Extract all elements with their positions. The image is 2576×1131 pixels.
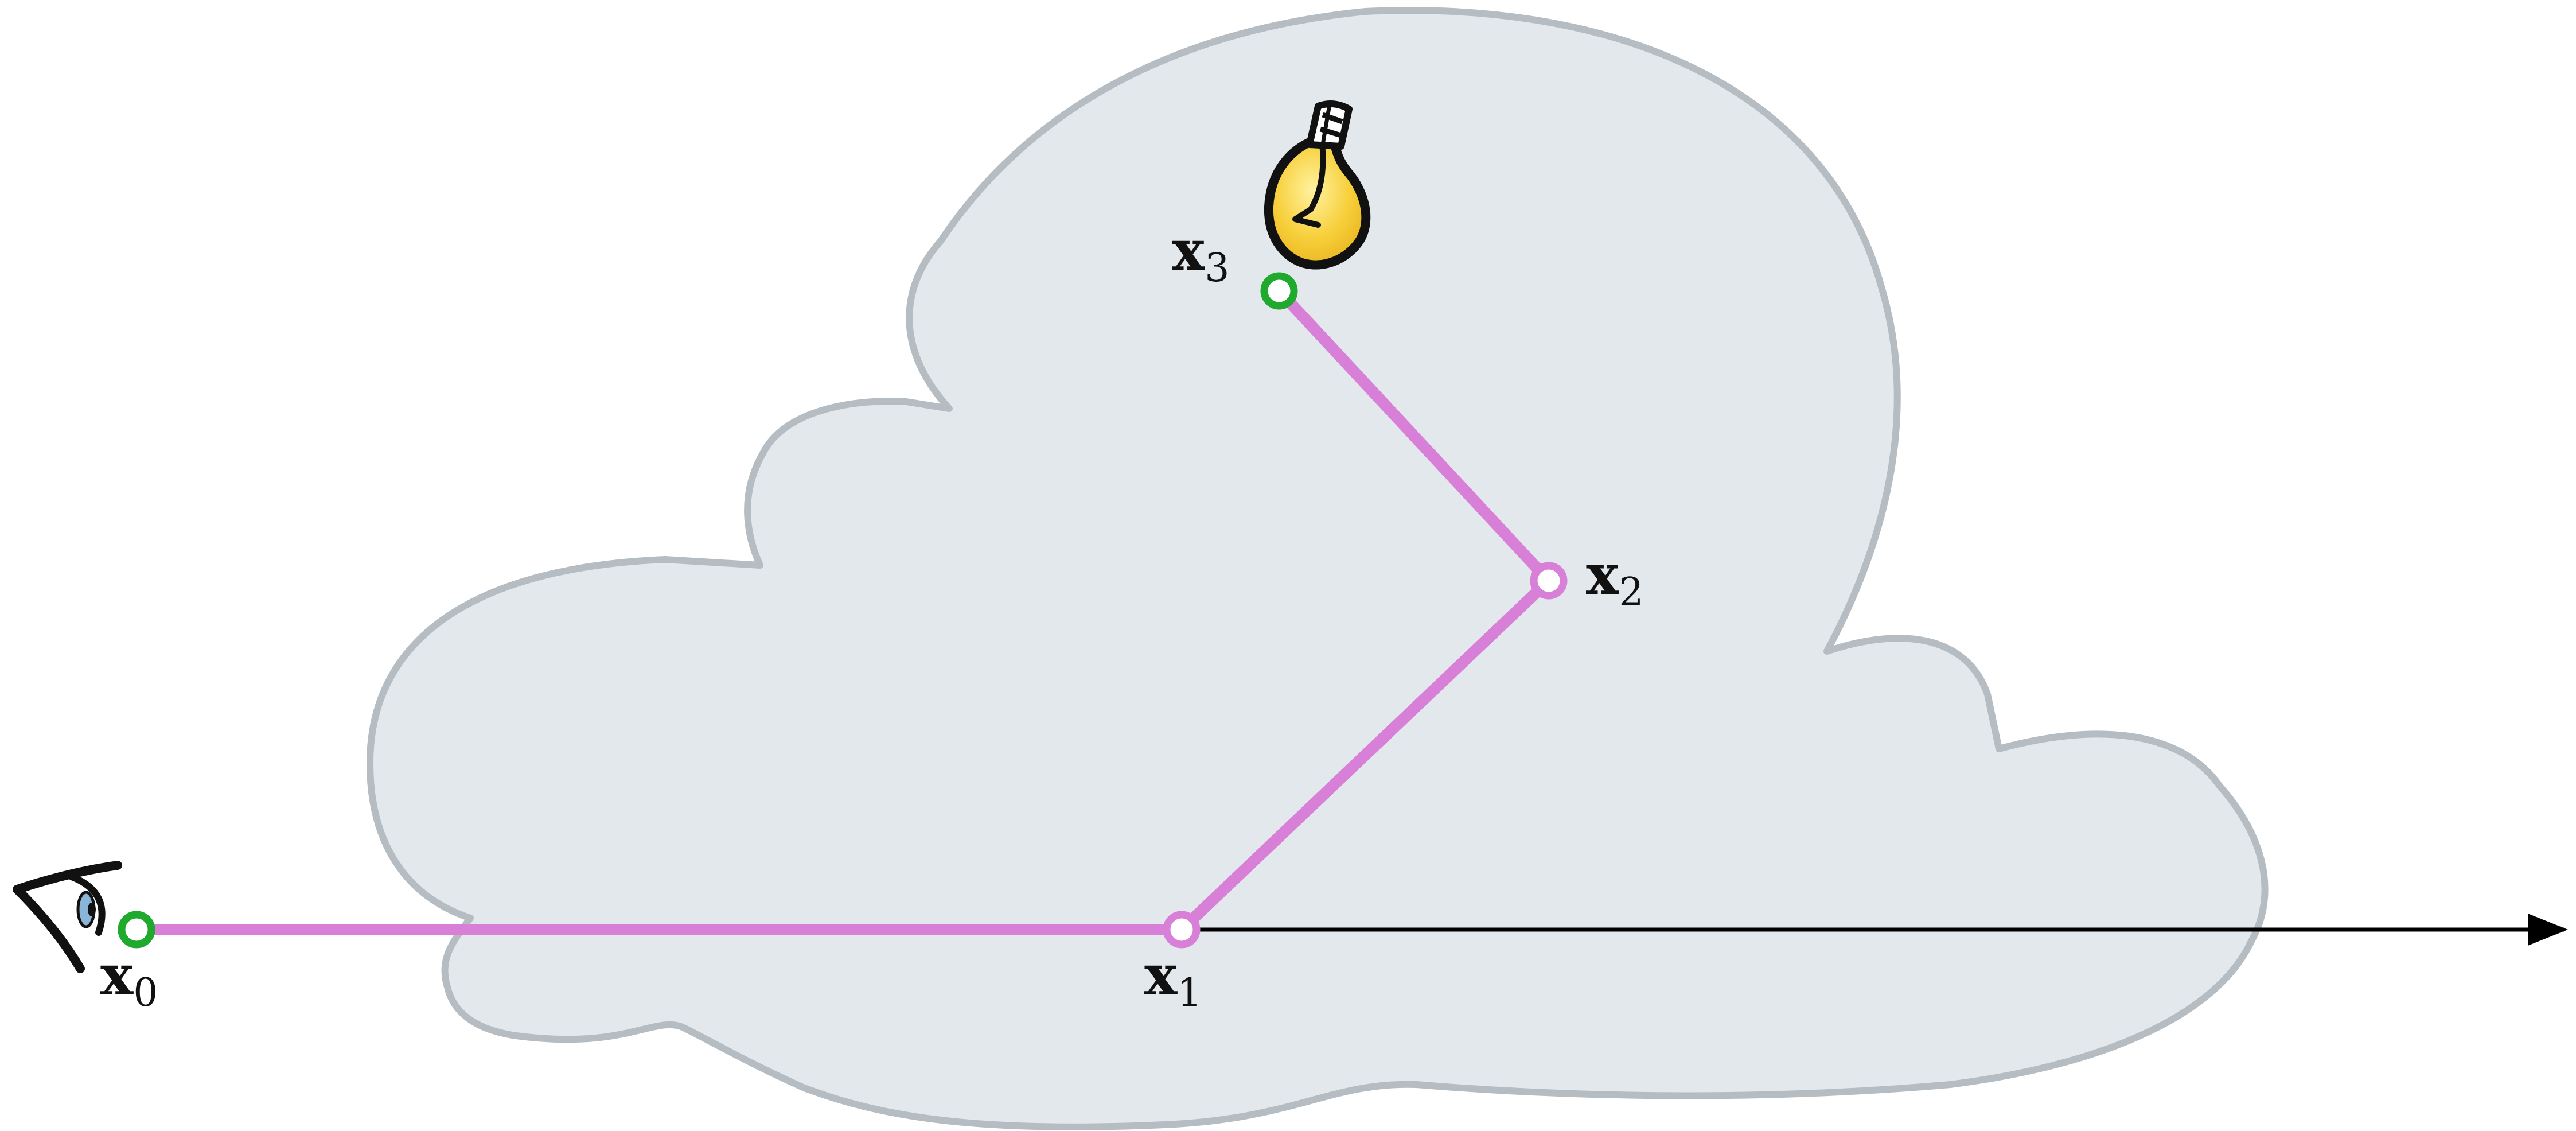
label-x2-sub: 2 — [1619, 570, 1643, 615]
label-x3-base: x — [1172, 218, 1205, 283]
label-x2-base: x — [1586, 542, 1619, 607]
light-bulb-icon — [1264, 100, 1371, 270]
light-path — [131, 285, 1554, 935]
path-segment-x2-x3 — [1273, 285, 1554, 586]
vertex-x0-endpoint — [118, 911, 155, 949]
label-x3-sub: 3 — [1205, 246, 1229, 291]
label-x0-base: x — [100, 943, 134, 1008]
label-x1-sub: 1 — [1177, 970, 1202, 1016]
path-segment-x1-x2 — [1176, 575, 1554, 935]
participating-medium-cloud — [367, 7, 2269, 1130]
label-x3: x3 — [1172, 218, 1230, 291]
label-x1: x1 — [1144, 943, 1202, 1016]
vertex-x2-scatter — [1530, 562, 1568, 600]
label-x0: x0 — [100, 943, 158, 1016]
eye-icon — [13, 861, 122, 973]
vertex-x3-endpoint — [1260, 272, 1298, 310]
label-x2: x2 — [1586, 542, 1644, 615]
label-x0-sub: 0 — [133, 970, 158, 1016]
label-x1-base: x — [1144, 943, 1178, 1008]
vertex-x1-scatter — [1163, 911, 1201, 949]
